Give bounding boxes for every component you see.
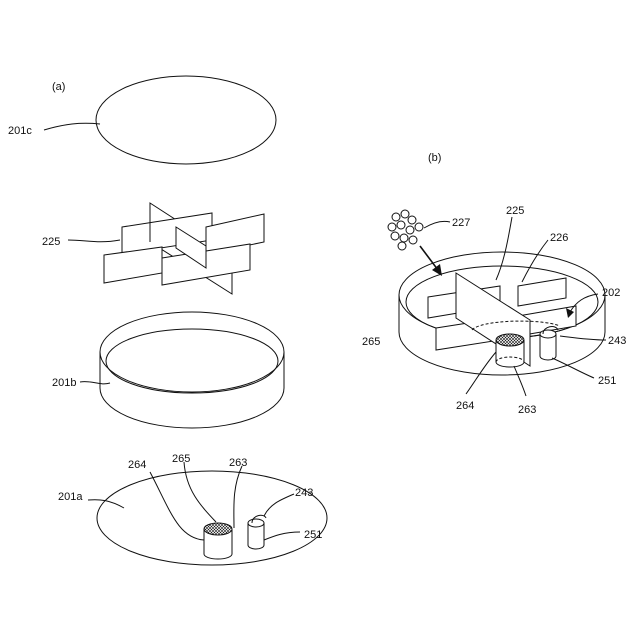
leader-263b <box>514 366 526 396</box>
label-201a: 201a <box>58 491 83 503</box>
label-265b: 265 <box>362 336 380 348</box>
leader-201a <box>88 500 124 508</box>
label-225a: 225 <box>42 236 60 248</box>
insert-arrow <box>420 246 438 270</box>
leader-201c <box>44 123 100 130</box>
label-227: 227 <box>452 217 470 229</box>
label-226: 226 <box>550 232 568 244</box>
leader-227 <box>424 221 450 228</box>
panel-a-label: (a) <box>52 81 65 93</box>
label-201b: 201b <box>52 377 76 389</box>
label-202: 202 <box>602 287 620 299</box>
leader-225a <box>68 240 120 242</box>
leader-225b <box>496 217 512 280</box>
panel-b-label: (b) <box>428 152 441 164</box>
beads-227 <box>388 210 423 250</box>
label-263a: 263 <box>229 457 247 469</box>
label-201c: 201c <box>8 125 32 137</box>
pipe-243 <box>248 515 266 549</box>
ring-201b <box>100 312 284 428</box>
label-264b: 264 <box>456 400 474 412</box>
label-251b: 251 <box>598 375 616 387</box>
label-251a: 251 <box>304 529 322 541</box>
label-265a: 265 <box>172 453 190 465</box>
label-243b: 243 <box>608 335 626 347</box>
label-264a: 264 <box>128 459 146 471</box>
leader-243b <box>560 336 606 340</box>
leader-243a <box>264 494 294 516</box>
lid-201c <box>96 76 276 164</box>
leader-264a <box>150 472 204 540</box>
label-263b: 263 <box>518 404 536 416</box>
filter-cylinder-b <box>496 334 524 367</box>
leader-251a <box>264 532 300 540</box>
leader-226 <box>522 240 548 282</box>
filter-cylinder <box>204 523 232 559</box>
leader-263a <box>234 466 242 528</box>
partition-225 <box>104 203 264 294</box>
leader-201b <box>80 382 110 384</box>
label-243a: 243 <box>295 487 313 499</box>
label-225b: 225 <box>506 205 524 217</box>
